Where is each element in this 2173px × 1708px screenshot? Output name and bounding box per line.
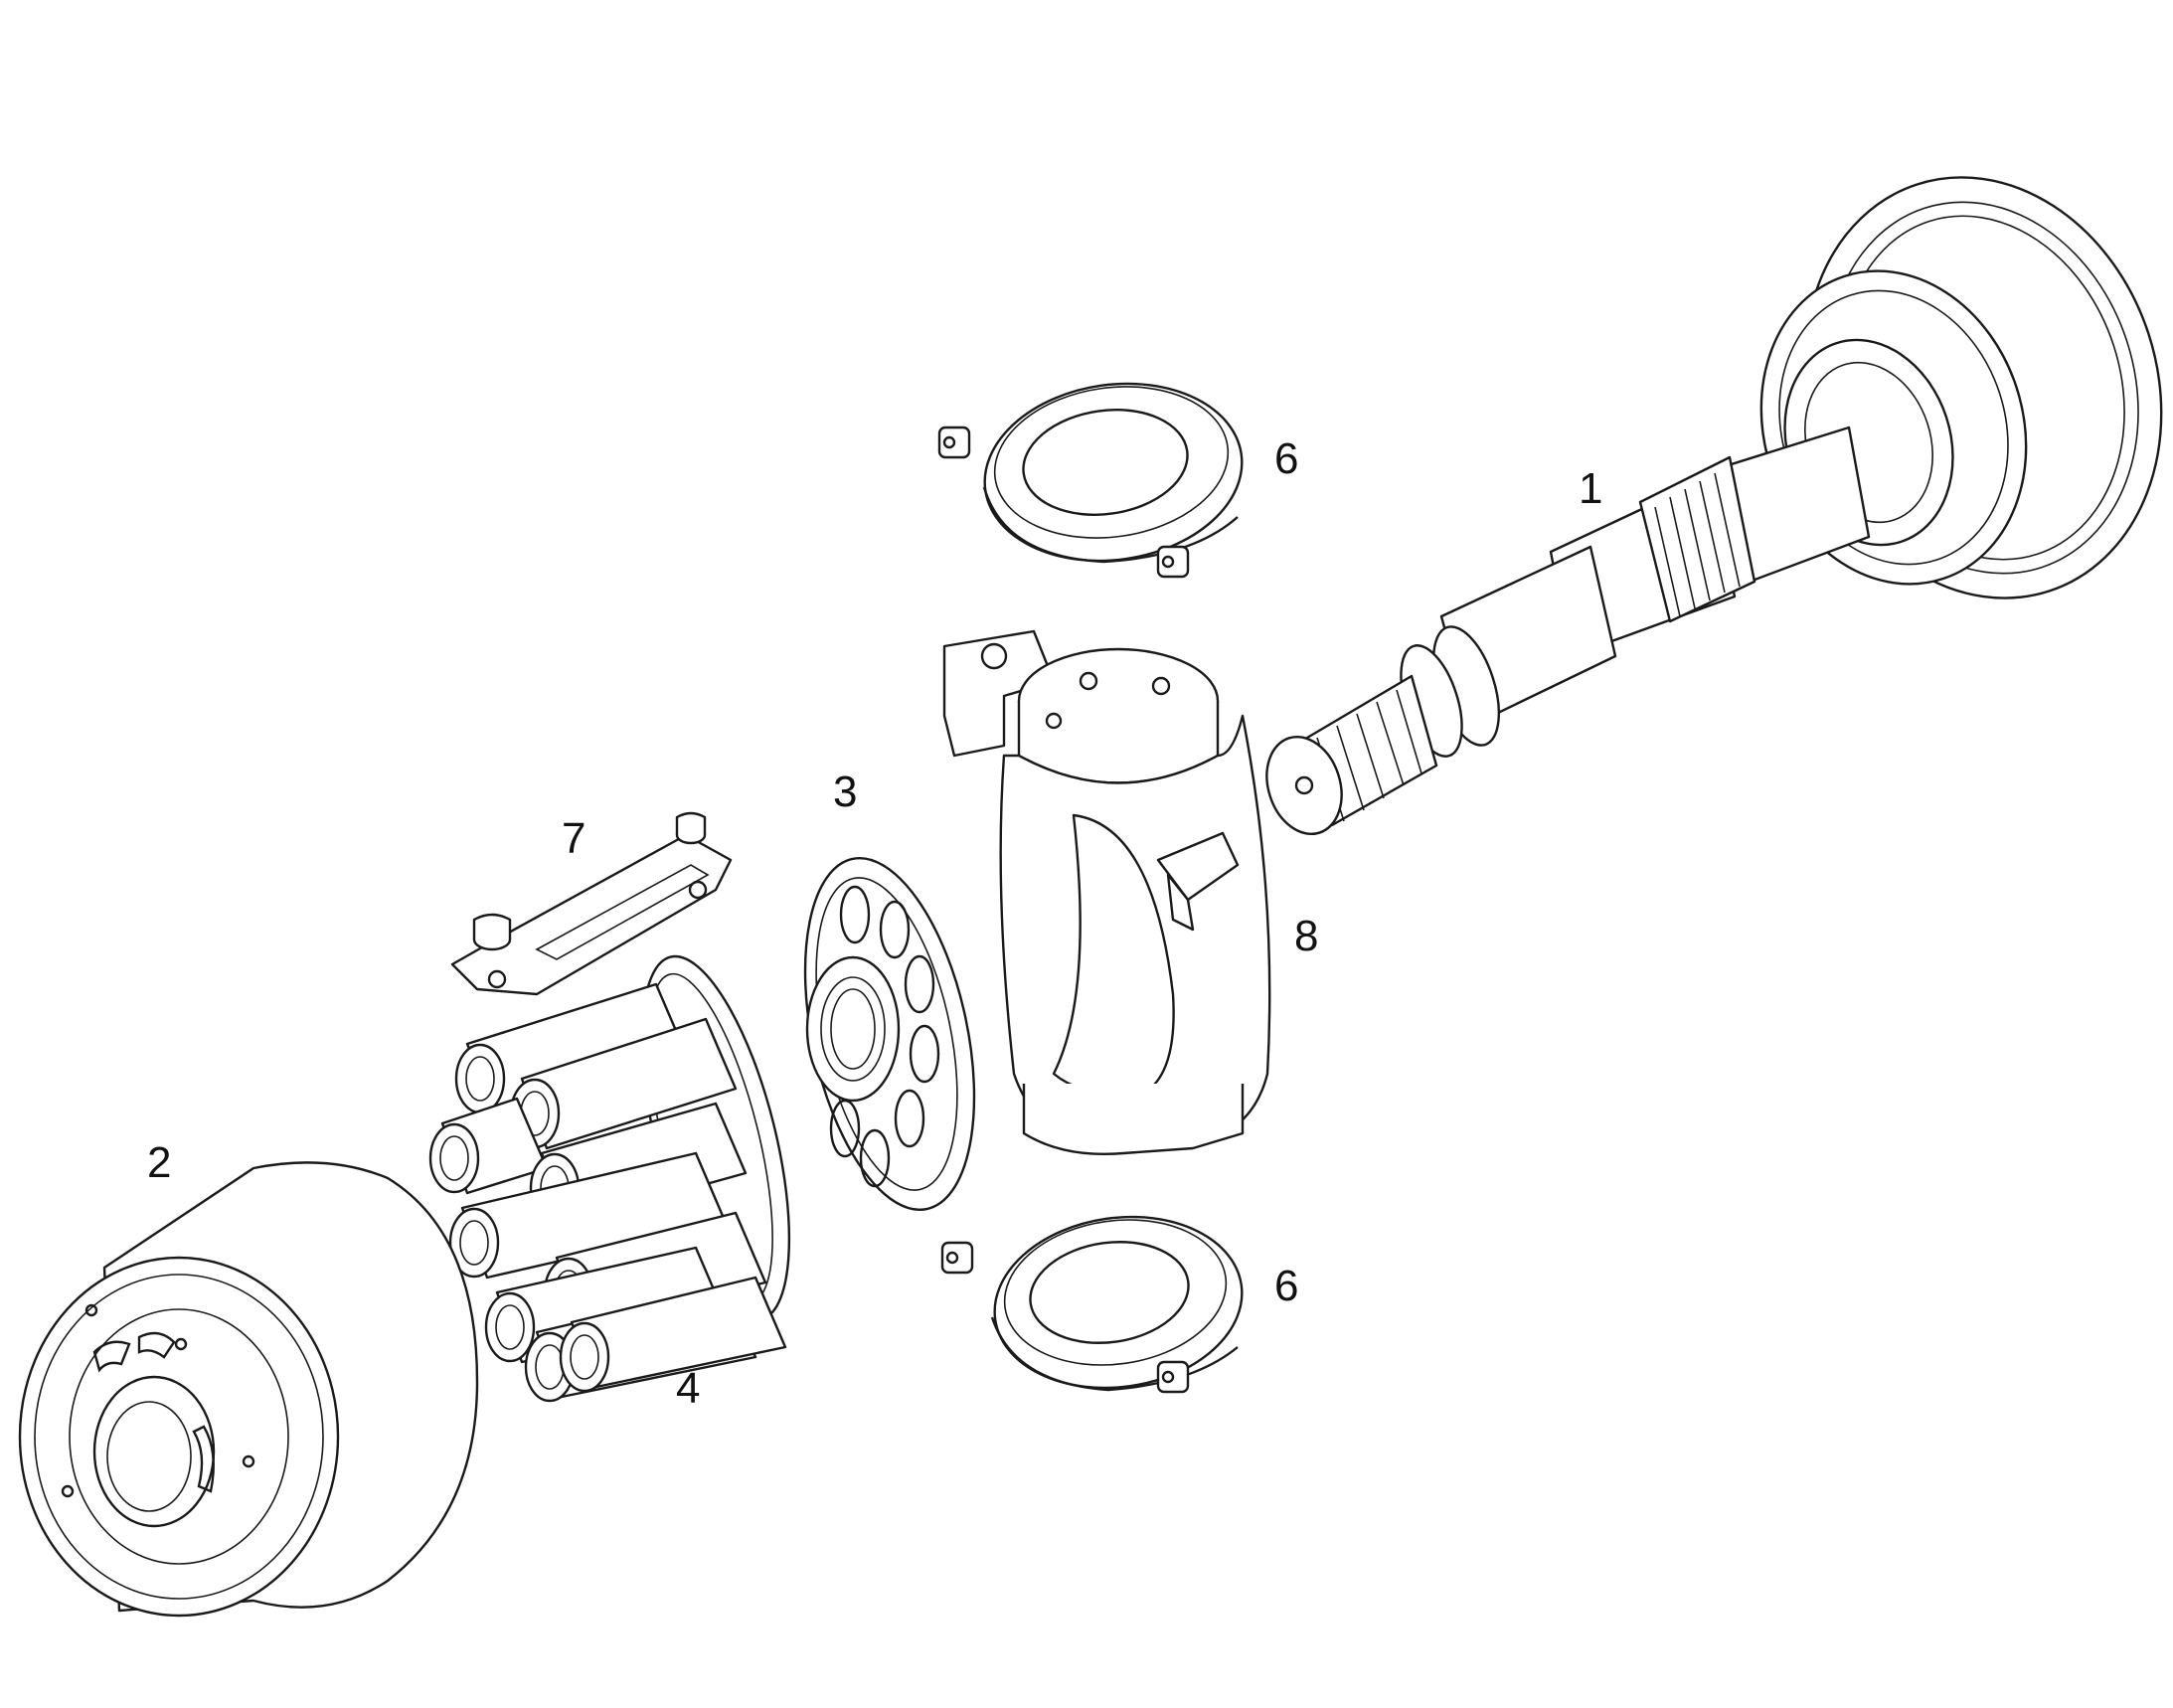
bearing-ring-lower [940, 1215, 1244, 1394]
piston [428, 1097, 549, 1195]
callout-7: 7 [562, 814, 586, 863]
callout-2: 2 [147, 1138, 172, 1187]
callout-6-lower: 6 [1274, 1262, 1299, 1310]
shaft-spline-rear [1638, 455, 1756, 623]
bearing-upper-screw-right [1156, 545, 1190, 579]
swash-plate-yoke [942, 629, 1271, 1156]
callout-1: 1 [1579, 464, 1603, 513]
connecting-link [450, 811, 733, 996]
piston-set [428, 954, 791, 1403]
drive-shaft-with-gear [1265, 176, 2163, 836]
callout-4: 4 [676, 1364, 701, 1413]
bearing-ring-upper [937, 382, 1244, 579]
callout-3: 3 [833, 768, 858, 816]
cylinder-block [18, 1161, 479, 1618]
bearing-lower-screw-right [1156, 1360, 1190, 1394]
piston [448, 1151, 728, 1280]
piston [559, 1276, 787, 1393]
callout-8: 8 [1294, 912, 1319, 960]
retaining-plate [803, 856, 976, 1212]
bearing-lower-screw-left [940, 1241, 974, 1275]
bearing-upper-screw-left [937, 426, 971, 459]
callout-6-upper: 6 [1274, 434, 1299, 483]
